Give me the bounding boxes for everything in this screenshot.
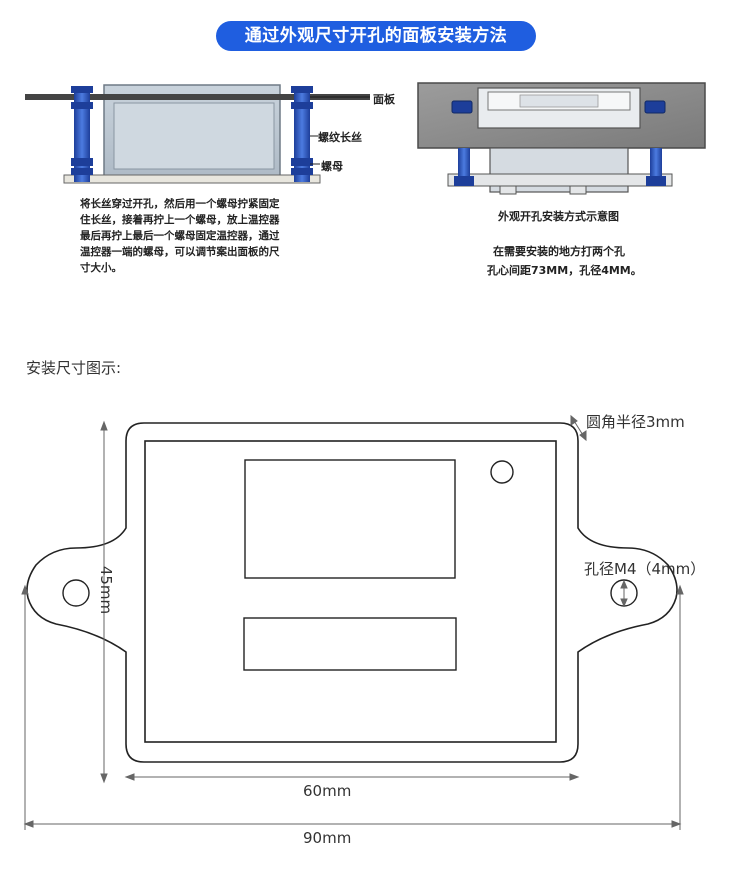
dimension-lines — [21, 414, 684, 830]
right-illustration-caption: 外观开孔安装方式示意图 — [498, 210, 619, 223]
label-thread-rod: 螺纹长丝 — [318, 131, 362, 144]
inner-frame — [144, 440, 557, 743]
section-title: 安装尺寸图示: — [26, 359, 122, 377]
housing-outline — [26, 422, 678, 763]
mounting-plate — [63, 174, 321, 184]
display-window — [244, 459, 456, 579]
page-title-banner: 通过外观尺寸开孔的面板安装方法 — [216, 21, 536, 51]
label-nut: 螺母 — [321, 160, 343, 173]
inner-width-label: 60mm — [303, 782, 352, 800]
dimension-drawing — [26, 422, 678, 763]
key-window — [243, 617, 457, 671]
right-installation-illustration — [417, 82, 706, 195]
right-bolt — [291, 86, 313, 182]
height-dimension-label: 45mm — [97, 565, 116, 615]
instruction-line: 温控器一端的螺母，可以调节案出面板的尺 — [80, 246, 280, 258]
hole-diameter-label: 孔径M4（4mm） — [584, 560, 706, 578]
label-panel: 面板 — [373, 93, 395, 106]
panel-line — [25, 94, 370, 100]
left-bolt — [71, 86, 93, 182]
instruction-line: 住长丝，接着再拧上一个螺母，放上温控器 — [80, 214, 280, 226]
total-width-label: 90mm — [303, 829, 352, 847]
corner-radius-label: 圆角半径3mm — [586, 413, 685, 431]
indicator-circle — [490, 460, 514, 484]
instruction-line: 最后再拧上最后一个螺母固定温控器，通过 — [80, 230, 280, 242]
right-note-line2: 孔心间距73MM，孔径4MM。 — [487, 264, 642, 277]
instruction-line: 将长丝穿过开孔，然后用一个螺母拧紧固定 — [80, 198, 280, 210]
left-installation-illustration — [25, 84, 370, 184]
instruction-line: 寸大小。 — [80, 262, 122, 274]
right-note-line1: 在需要安装的地方打两个孔 — [493, 245, 625, 258]
instructions-paragraph: 将长丝穿过开孔，然后用一个螺母拧紧固定 住长丝，接着再拧上一个螺母，放上温控器 … — [80, 196, 280, 276]
mounting-hole-left — [62, 579, 90, 607]
